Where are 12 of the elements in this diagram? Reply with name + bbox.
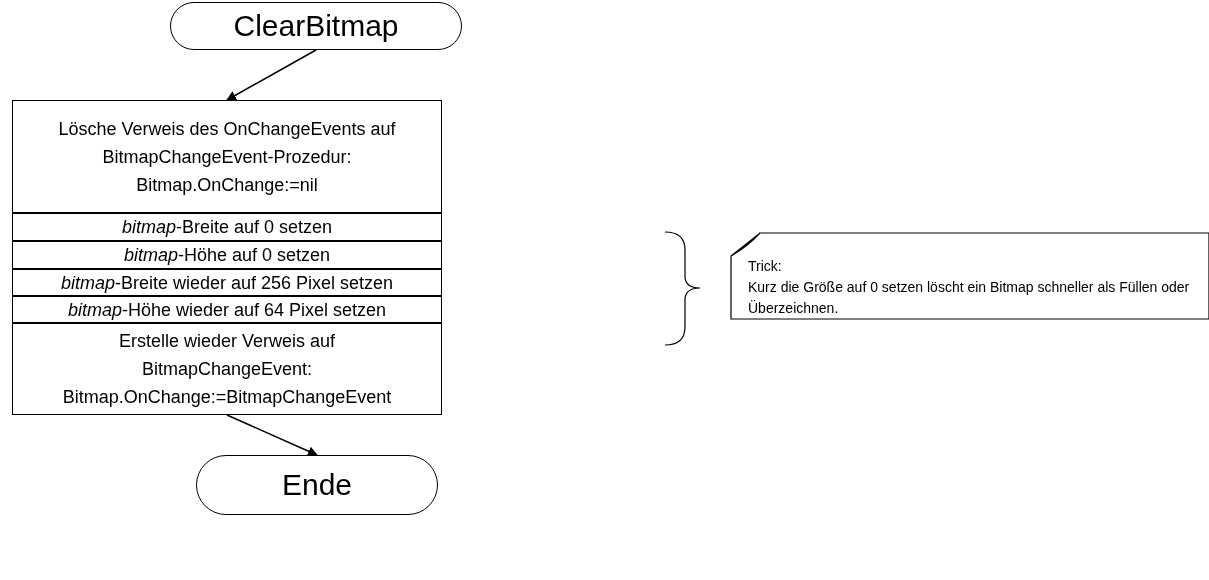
note-heading: Trick: <box>748 257 783 276</box>
arrow <box>226 414 318 456</box>
end-terminal: Ende <box>196 455 438 515</box>
process-step: Erstelle wieder Verweis auf BitmapChangeEvent: Bitmap.OnChange:=BitmapChangeEvent <box>12 323 442 415</box>
process-step: bitmap-Höhe auf 0 setzen <box>12 241 442 269</box>
process-step: Lösche Verweis des OnChangeEvents auf BitmapChangeEvent-Prozedur: Bitmap.OnChange:=nil <box>12 100 442 213</box>
process-step: bitmap-Breite wieder auf 256 Pixel setzen <box>12 269 442 296</box>
start-terminal: ClearBitmap <box>170 2 462 50</box>
arrow <box>226 49 317 101</box>
process-step: bitmap-Höhe wieder auf 64 Pixel setzen <box>12 296 442 323</box>
note-text: Kurz die Größe auf 0 setzen löscht ein Bitmap schneller als Füllen oder Überzeichnen. <box>748 278 1191 318</box>
process-step: bitmap-Breite auf 0 setzen <box>12 213 442 241</box>
